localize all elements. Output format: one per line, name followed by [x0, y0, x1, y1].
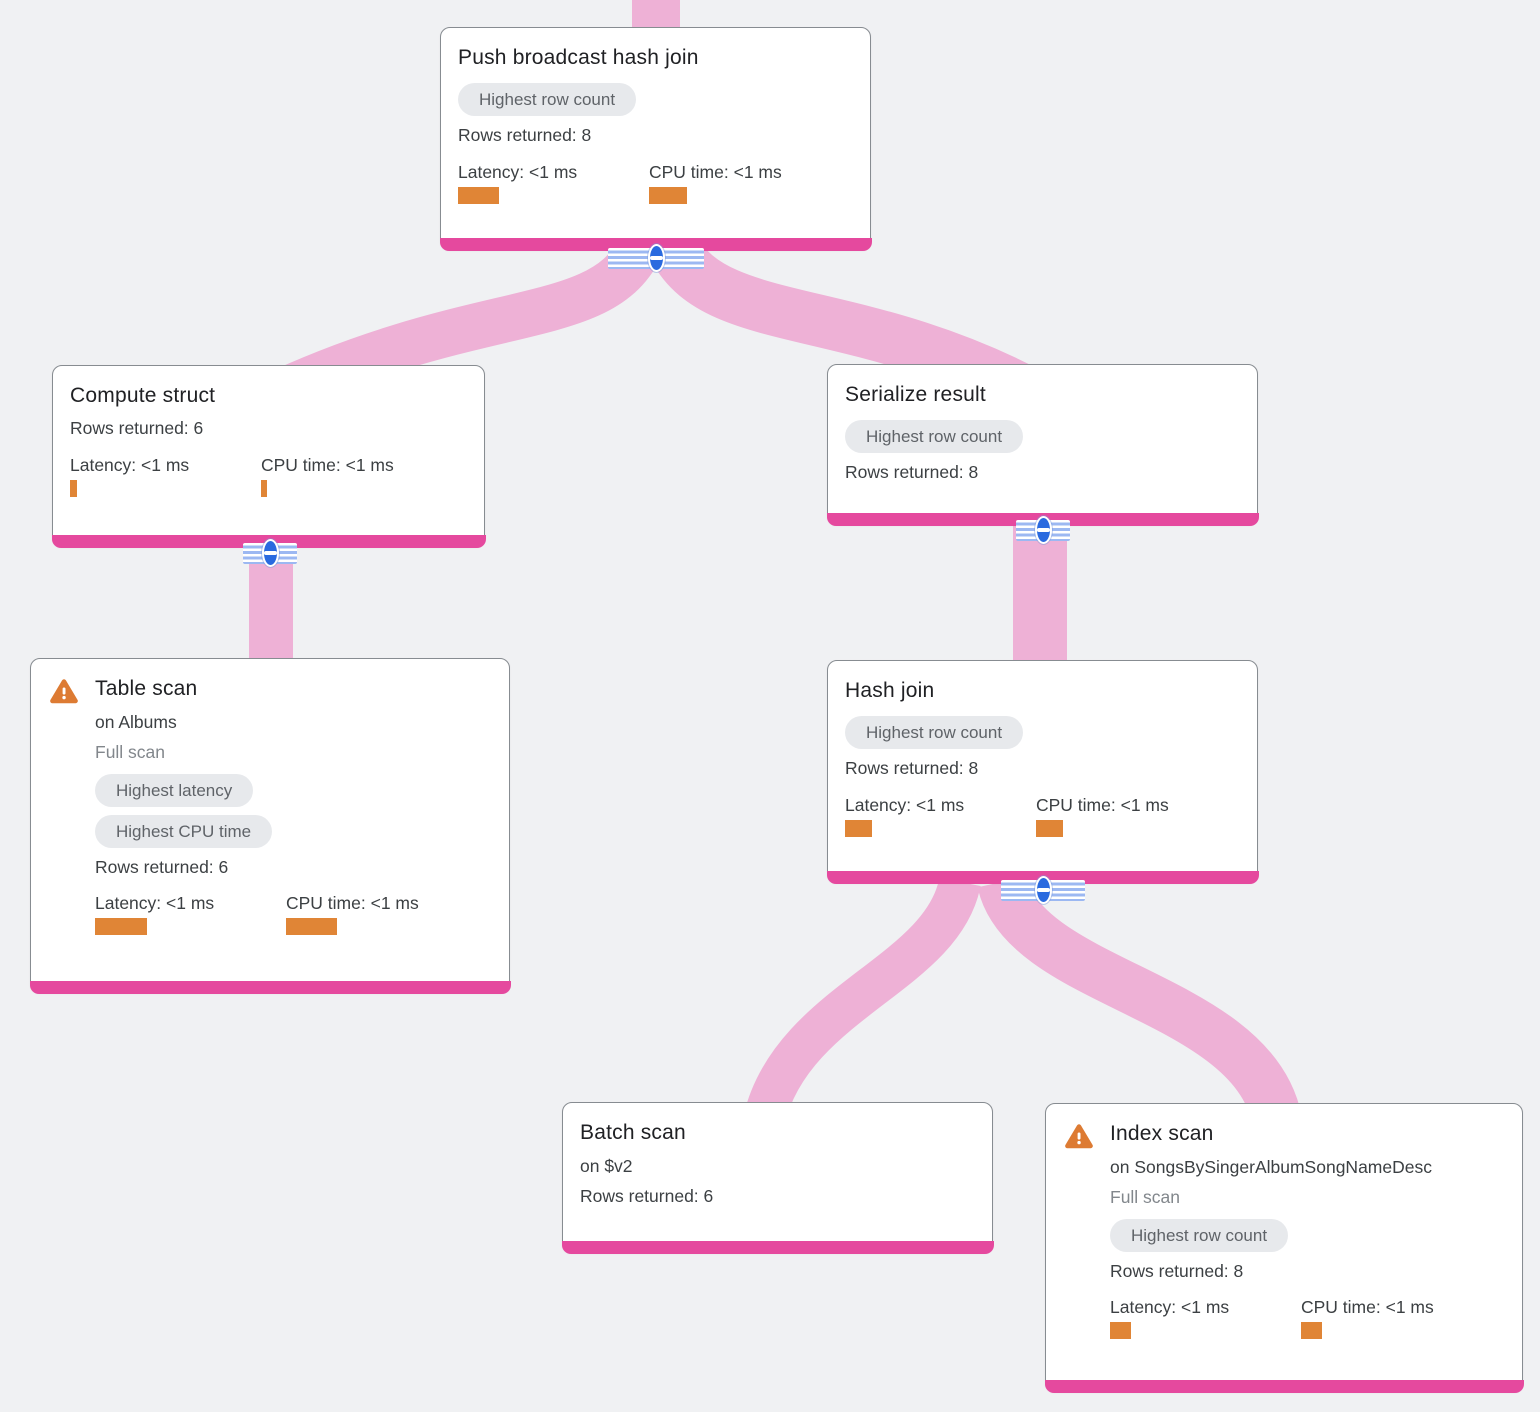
badge-highest-cpu-time: Highest CPU time — [95, 815, 273, 848]
latency-label: Latency: <1 ms — [1110, 1297, 1230, 1317]
cpu-time-bar — [286, 918, 337, 935]
latency-label: Latency: <1 ms — [458, 162, 578, 182]
node-title: Hash join — [845, 679, 935, 702]
node-title: Batch scan — [580, 1121, 686, 1144]
rows-returned-label: Rows returned: 6 — [70, 418, 204, 438]
scan-type-label: Full scan — [95, 742, 166, 762]
badge-highest-row-count: Highest row count — [845, 716, 1024, 749]
latency-label: Latency: <1 ms — [95, 893, 215, 913]
badge-highest-latency: Highest latency — [95, 774, 254, 807]
warning-icon — [1065, 1121, 1093, 1339]
rows-returned-label: Rows returned: 8 — [458, 125, 592, 145]
node-subtitle: on SongsBySingerAlbumSongNameDesc — [1110, 1157, 1432, 1177]
latency-bar — [95, 918, 147, 935]
latency-bar — [1110, 1322, 1131, 1339]
node-footer-bar — [1044, 1379, 1524, 1393]
cpu-time-bar — [649, 187, 687, 204]
node-title: Table scan — [95, 677, 198, 700]
edge-push-to-compute — [258, 236, 661, 419]
edge-hashjoin-to-indexscan — [977, 874, 1302, 1127]
scan-type-label: Full scan — [1110, 1187, 1181, 1207]
cpu-time-label: CPU time: <1 ms — [1036, 795, 1169, 815]
cpu-time-bar — [261, 480, 267, 497]
collapse-minus-icon[interactable] — [261, 539, 279, 567]
node-title: Compute struct — [70, 384, 216, 407]
latency-label: Latency: <1 ms — [845, 795, 965, 815]
warning-icon — [50, 676, 78, 935]
plan-node-compute-struct[interactable]: Compute struct Rows returned: 6 Latency:… — [51, 365, 486, 548]
collapse-minus-icon[interactable] — [1034, 516, 1052, 544]
edge-hashjoin-to-batchscan — [743, 876, 981, 1126]
rows-returned-label: Rows returned: 6 — [95, 857, 229, 877]
node-subtitle: on Albums — [95, 712, 177, 732]
cpu-time-label: CPU time: <1 ms — [1301, 1297, 1434, 1317]
cpu-time-bar — [1036, 820, 1063, 837]
node-subtitle: on $v2 — [580, 1156, 633, 1176]
latency-bar — [70, 480, 77, 497]
collapse-minus-icon[interactable] — [647, 244, 665, 272]
badge-highest-row-count: Highest row count — [1110, 1219, 1289, 1252]
latency-bar — [845, 820, 872, 837]
cpu-time-label: CPU time: <1 ms — [286, 893, 419, 913]
badge-highest-row-count: Highest row count — [458, 83, 637, 116]
plan-node-hash-join[interactable]: Hash join Highest row count Rows returne… — [826, 660, 1259, 884]
plan-node-index-scan[interactable]: Index scan on SongsBySingerAlbumSongName… — [1044, 1103, 1524, 1393]
plan-node-push-broadcast-hash-join[interactable]: Push broadcast hash join Highest row cou… — [439, 27, 872, 251]
cpu-time-bar — [1301, 1322, 1322, 1339]
node-footer-bar — [29, 980, 511, 994]
plan-node-batch-scan[interactable]: Batch scan on $v2 Rows returned: 6 — [561, 1102, 994, 1254]
plan-node-table-scan[interactable]: Table scan on Albums Full scan Highest l… — [29, 658, 511, 994]
collapse-minus-icon[interactable] — [1034, 876, 1052, 904]
node-title: Index scan — [1110, 1122, 1214, 1145]
rows-returned-label: Rows returned: 8 — [845, 758, 979, 778]
node-title: Push broadcast hash join — [458, 46, 699, 69]
badge-highest-row-count: Highest row count — [845, 420, 1024, 453]
rows-returned-label: Rows returned: 6 — [580, 1186, 714, 1206]
cpu-time-label: CPU time: <1 ms — [261, 455, 394, 475]
node-footer-bar — [561, 1240, 994, 1254]
plan-node-serialize-result[interactable]: Serialize result Highest row count Rows … — [826, 364, 1259, 526]
node-title: Serialize result — [845, 383, 986, 406]
rows-returned-label: Rows returned: 8 — [845, 462, 979, 482]
rows-returned-label: Rows returned: 8 — [1110, 1261, 1244, 1281]
latency-bar — [458, 187, 499, 204]
latency-label: Latency: <1 ms — [70, 455, 190, 475]
cpu-time-label: CPU time: <1 ms — [649, 162, 782, 182]
